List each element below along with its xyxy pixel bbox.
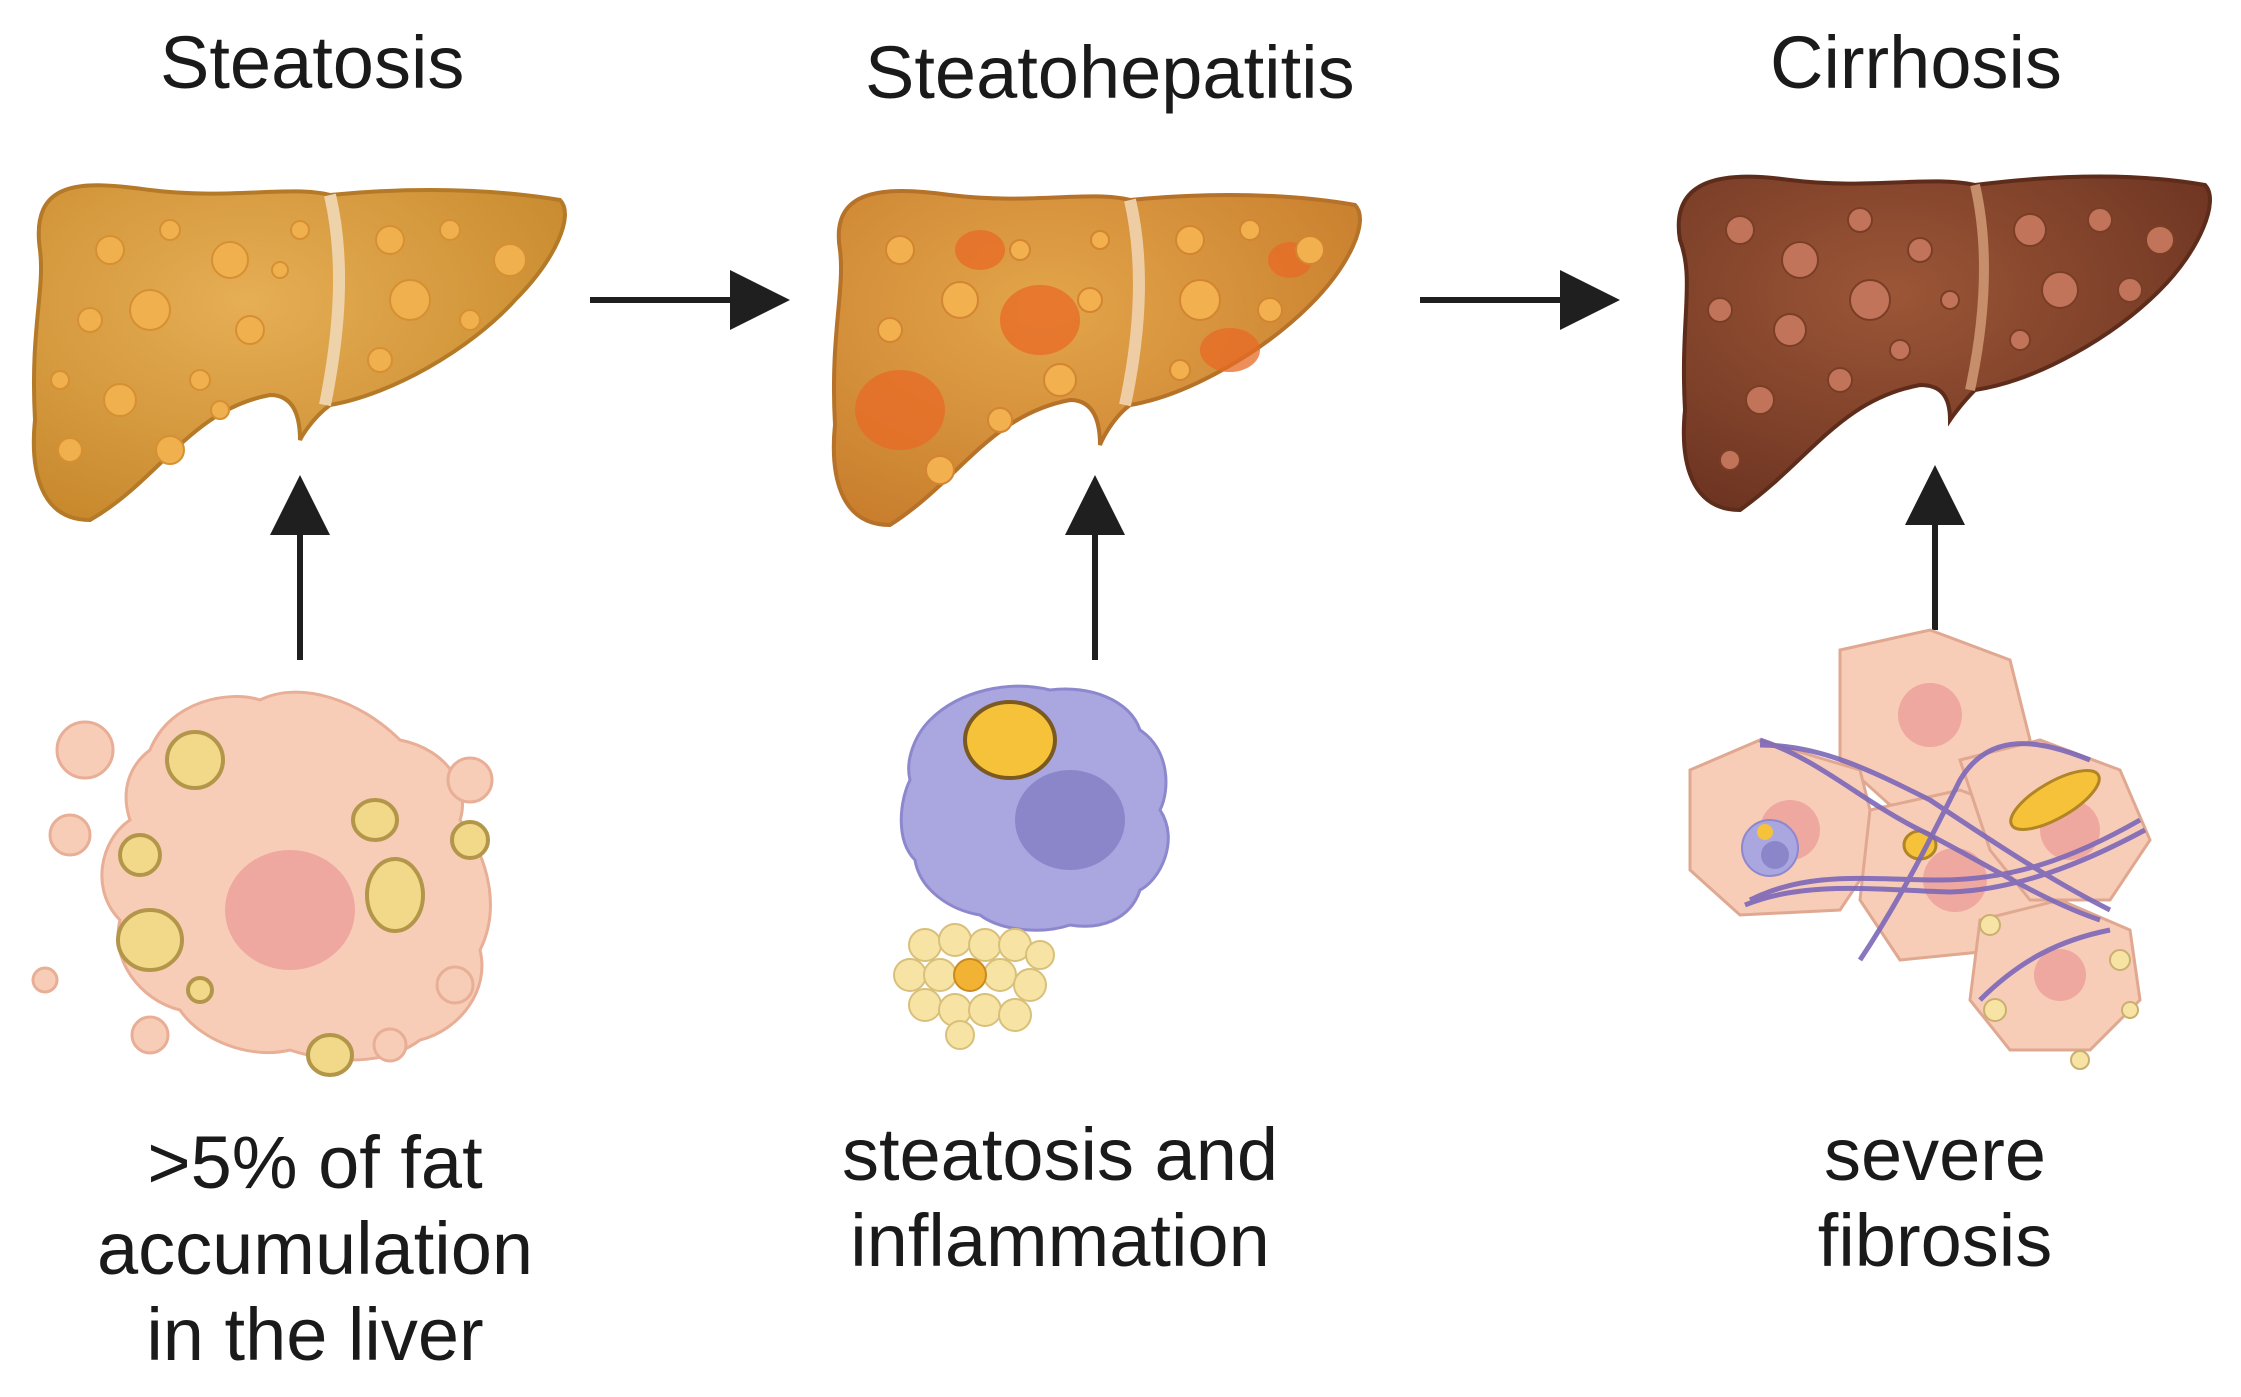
macrophage-icon	[899, 684, 1170, 932]
stage-title-steatosis: Steatosis	[160, 21, 465, 104]
stage-title-cirrhosis: Cirrhosis	[1770, 21, 2062, 104]
stage-title-steatohepatitis: Steatohepatitis	[865, 31, 1355, 114]
steatosis-liver-icon	[31, 183, 567, 523]
caption-steatosis-line-2: accumulation	[96, 1207, 533, 1290]
caption-cirrhosis: severe fibrosis	[1745, 1112, 2125, 1284]
fatty-hepatocyte-icon	[31, 690, 494, 1077]
adipocyte-cluster-icon	[893, 923, 1055, 1050]
caption-steatosis-line-1: >5% of fat	[147, 1121, 483, 1204]
steatohepatitis-liver-icon	[831, 189, 1362, 528]
caption-steatohepatitis-line-1: steatosis and	[841, 1113, 1279, 1196]
caption-steatosis: >5% of fat accumulation in the liver	[55, 1120, 575, 1378]
caption-steatohepatitis-line-2: inflammation	[850, 1199, 1270, 1282]
caption-cirrhosis-line-1: severe	[1823, 1113, 2047, 1196]
cirrhosis-liver-icon	[1676, 174, 2212, 513]
fibrotic-tissue-icon	[1688, 628, 2152, 1070]
caption-steatosis-line-3: in the liver	[146, 1293, 484, 1376]
caption-cirrhosis-line-2: fibrosis	[1817, 1199, 2053, 1282]
caption-steatohepatitis: steatosis and inflammation	[810, 1112, 1310, 1284]
